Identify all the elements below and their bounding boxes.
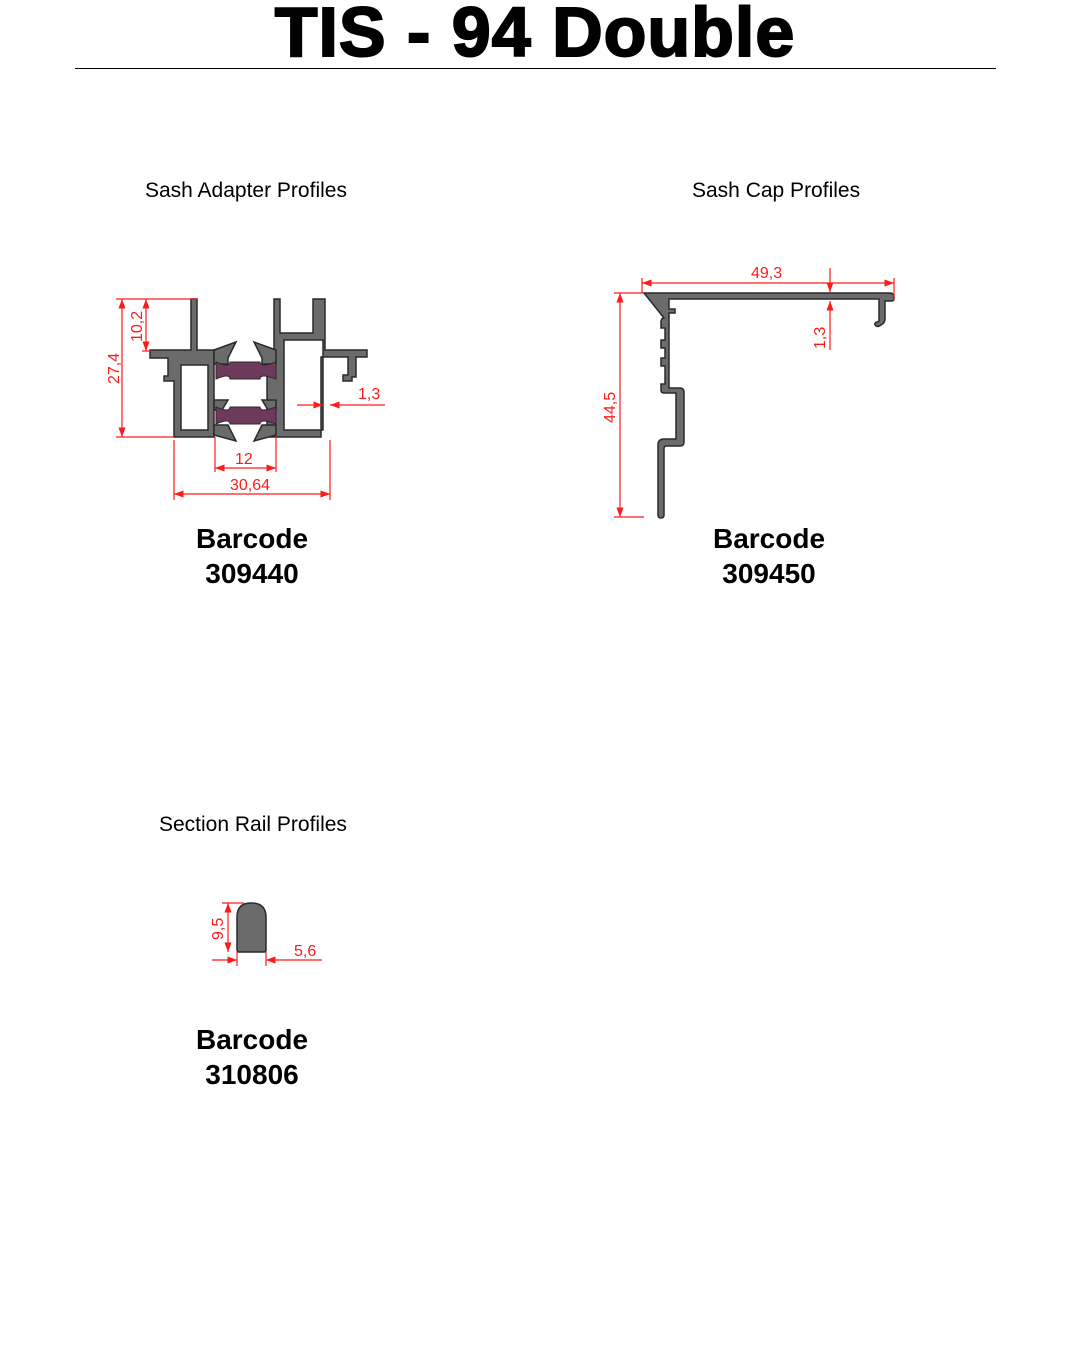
barcode-number: 309440 [205, 558, 299, 589]
left-gasket-teeth [213, 340, 238, 443]
barcode-block-309440: Barcode 309440 [132, 521, 372, 591]
upper-gasket [215, 361, 277, 380]
dim-height: 9,5 [210, 918, 227, 940]
barcode-label: Barcode [195, 1024, 309, 1055]
barcode-label: Barcode [195, 523, 309, 554]
dim-wall: 1,3 [358, 386, 380, 403]
barcode-number: 309450 [722, 558, 816, 589]
barcode-block-310806: Barcode 310806 [132, 1022, 372, 1092]
dim-height-top: 10,2 [129, 311, 146, 342]
page-title: TIS - 94 Double [274, 0, 796, 72]
right-profile-body [266, 298, 368, 438]
barcode-label: Barcode [712, 523, 826, 554]
sash-adapter-profile-drawing: 27,4 10,2 1,3 12 30,64 [106, 298, 385, 500]
dim-height: 44,5 [602, 392, 619, 423]
dim-width: 5,6 [294, 943, 316, 960]
barcode-number: 310806 [205, 1059, 299, 1090]
barcode-block-309450: Barcode 309450 [649, 521, 889, 591]
section-heading-section-rail: Section Rail Profiles [159, 813, 347, 836]
title-divider [75, 68, 996, 69]
dim-height-total: 27,4 [106, 353, 123, 384]
section-rail-body [236, 902, 267, 953]
section-heading-sash-adapter: Sash Adapter Profiles [145, 179, 347, 202]
dim-wall: 1,3 [812, 327, 829, 349]
lower-gasket [215, 406, 277, 425]
dim-width: 30,64 [230, 477, 270, 494]
dim-width: 49,3 [751, 265, 782, 282]
left-profile-body [149, 298, 215, 438]
dim-inner-width: 12 [235, 451, 253, 468]
section-rail-profile-drawing: 9,5 5,6 [210, 902, 322, 966]
sash-cap-profile-drawing: 49,3 1,3 44,5 [602, 265, 895, 519]
section-heading-sash-cap: Sash Cap Profiles [692, 179, 861, 202]
sash-cap-body [642, 292, 895, 519]
